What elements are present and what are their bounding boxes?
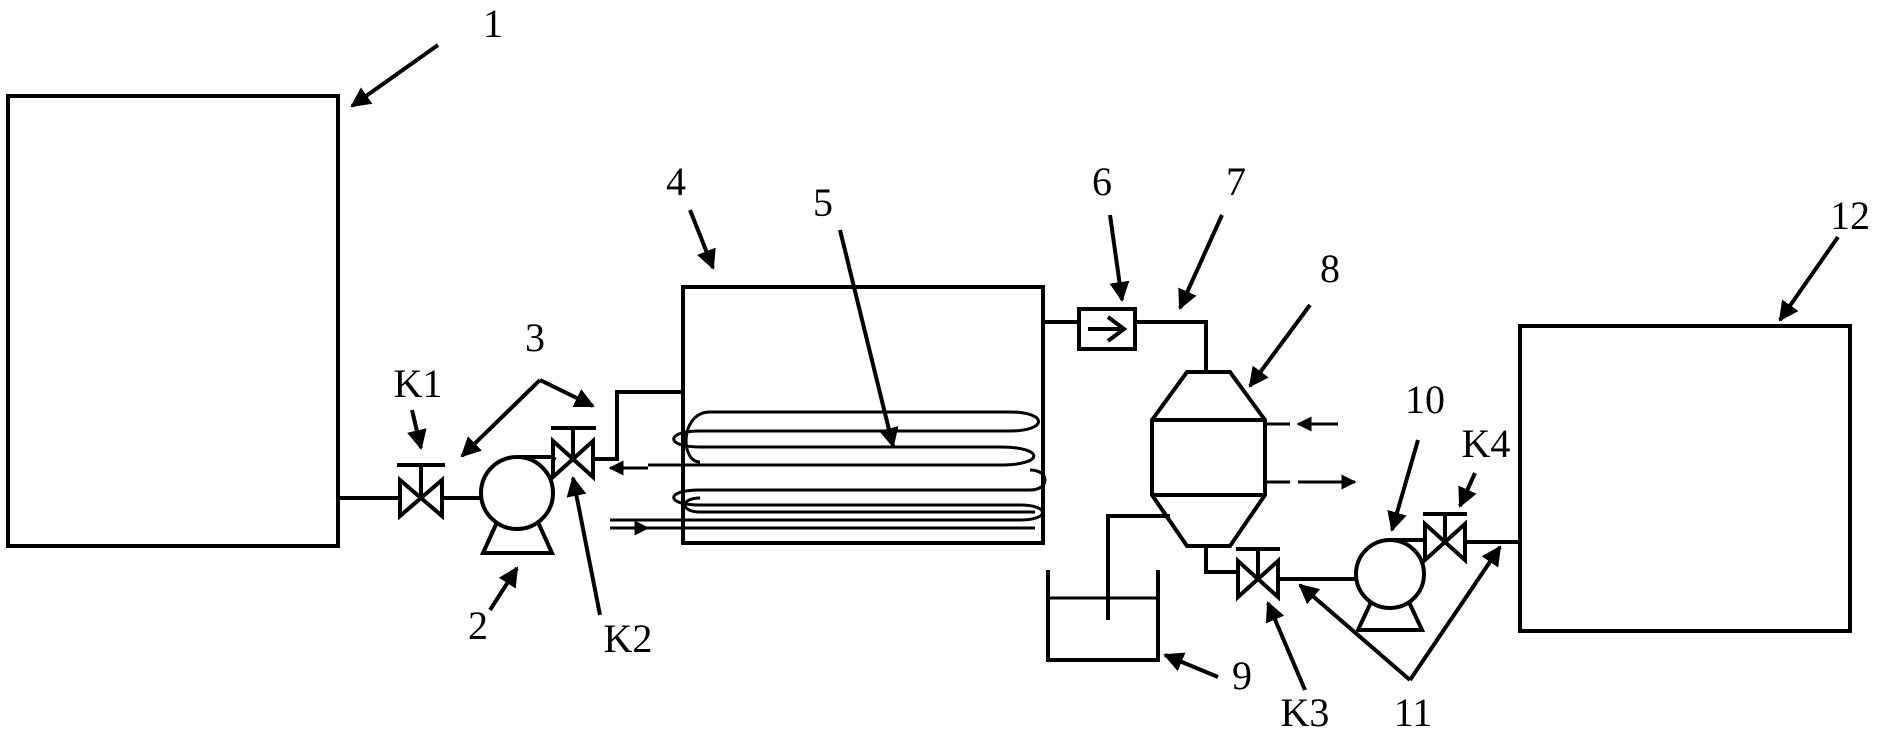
tank-1 <box>6 94 340 548</box>
tank-4 <box>681 285 1045 545</box>
label-k1: K1 <box>394 361 443 406</box>
leader-12 <box>1778 235 1840 322</box>
valve-k1 <box>397 463 445 521</box>
label-7: 7 <box>1226 159 1246 204</box>
label-k2: K2 <box>604 616 653 661</box>
leader-k2 <box>566 476 602 616</box>
label-5: 5 <box>813 180 833 225</box>
valve-k2 <box>551 426 596 482</box>
pipe-7 <box>1135 320 1208 372</box>
heating-coil-5 <box>610 410 1047 530</box>
leader-11-left <box>1298 583 1412 682</box>
leader-k4 <box>1458 472 1477 508</box>
tank-12 <box>1518 324 1852 633</box>
leader-1 <box>350 43 440 108</box>
leader-5 <box>838 229 899 448</box>
leader-4 <box>688 209 716 270</box>
leader-7 <box>1178 214 1224 310</box>
label-3: 3 <box>525 315 545 360</box>
label-1: 1 <box>483 1 503 46</box>
label-12: 12 <box>1830 193 1870 238</box>
leader-10 <box>1387 439 1420 532</box>
label-4: 4 <box>666 159 686 204</box>
label-9: 9 <box>1232 653 1252 698</box>
pump-10 <box>1354 538 1426 632</box>
leader-9 <box>1163 652 1219 679</box>
leader-3-right <box>539 378 595 408</box>
leader-11-right <box>1408 545 1502 682</box>
label-k4: K4 <box>1462 421 1511 466</box>
label-2: 2 <box>468 603 488 648</box>
label-8: 8 <box>1320 246 1340 291</box>
label-11: 11 <box>1394 690 1433 735</box>
flow-meter-6 <box>1077 307 1137 351</box>
pipe-k2-to-tank4 <box>593 390 683 461</box>
pump-2 <box>479 455 556 555</box>
leader-3-left <box>460 378 542 458</box>
leader-8 <box>1248 303 1312 388</box>
label-k3: K3 <box>1281 690 1330 735</box>
separator-8 <box>1150 370 1267 548</box>
leader-k3 <box>1265 601 1307 691</box>
label-6: 6 <box>1092 159 1112 204</box>
leader-2 <box>488 566 519 612</box>
pipe-separator-to-container9 <box>1106 514 1170 620</box>
label-10: 10 <box>1405 377 1445 422</box>
valve-k3 <box>1236 547 1280 602</box>
pipe-separator-to-k3 <box>1204 546 1238 574</box>
leader-k1 <box>407 409 427 450</box>
leader-6 <box>1108 214 1130 302</box>
container-9 <box>1046 570 1160 662</box>
valve-k4 <box>1423 512 1467 565</box>
